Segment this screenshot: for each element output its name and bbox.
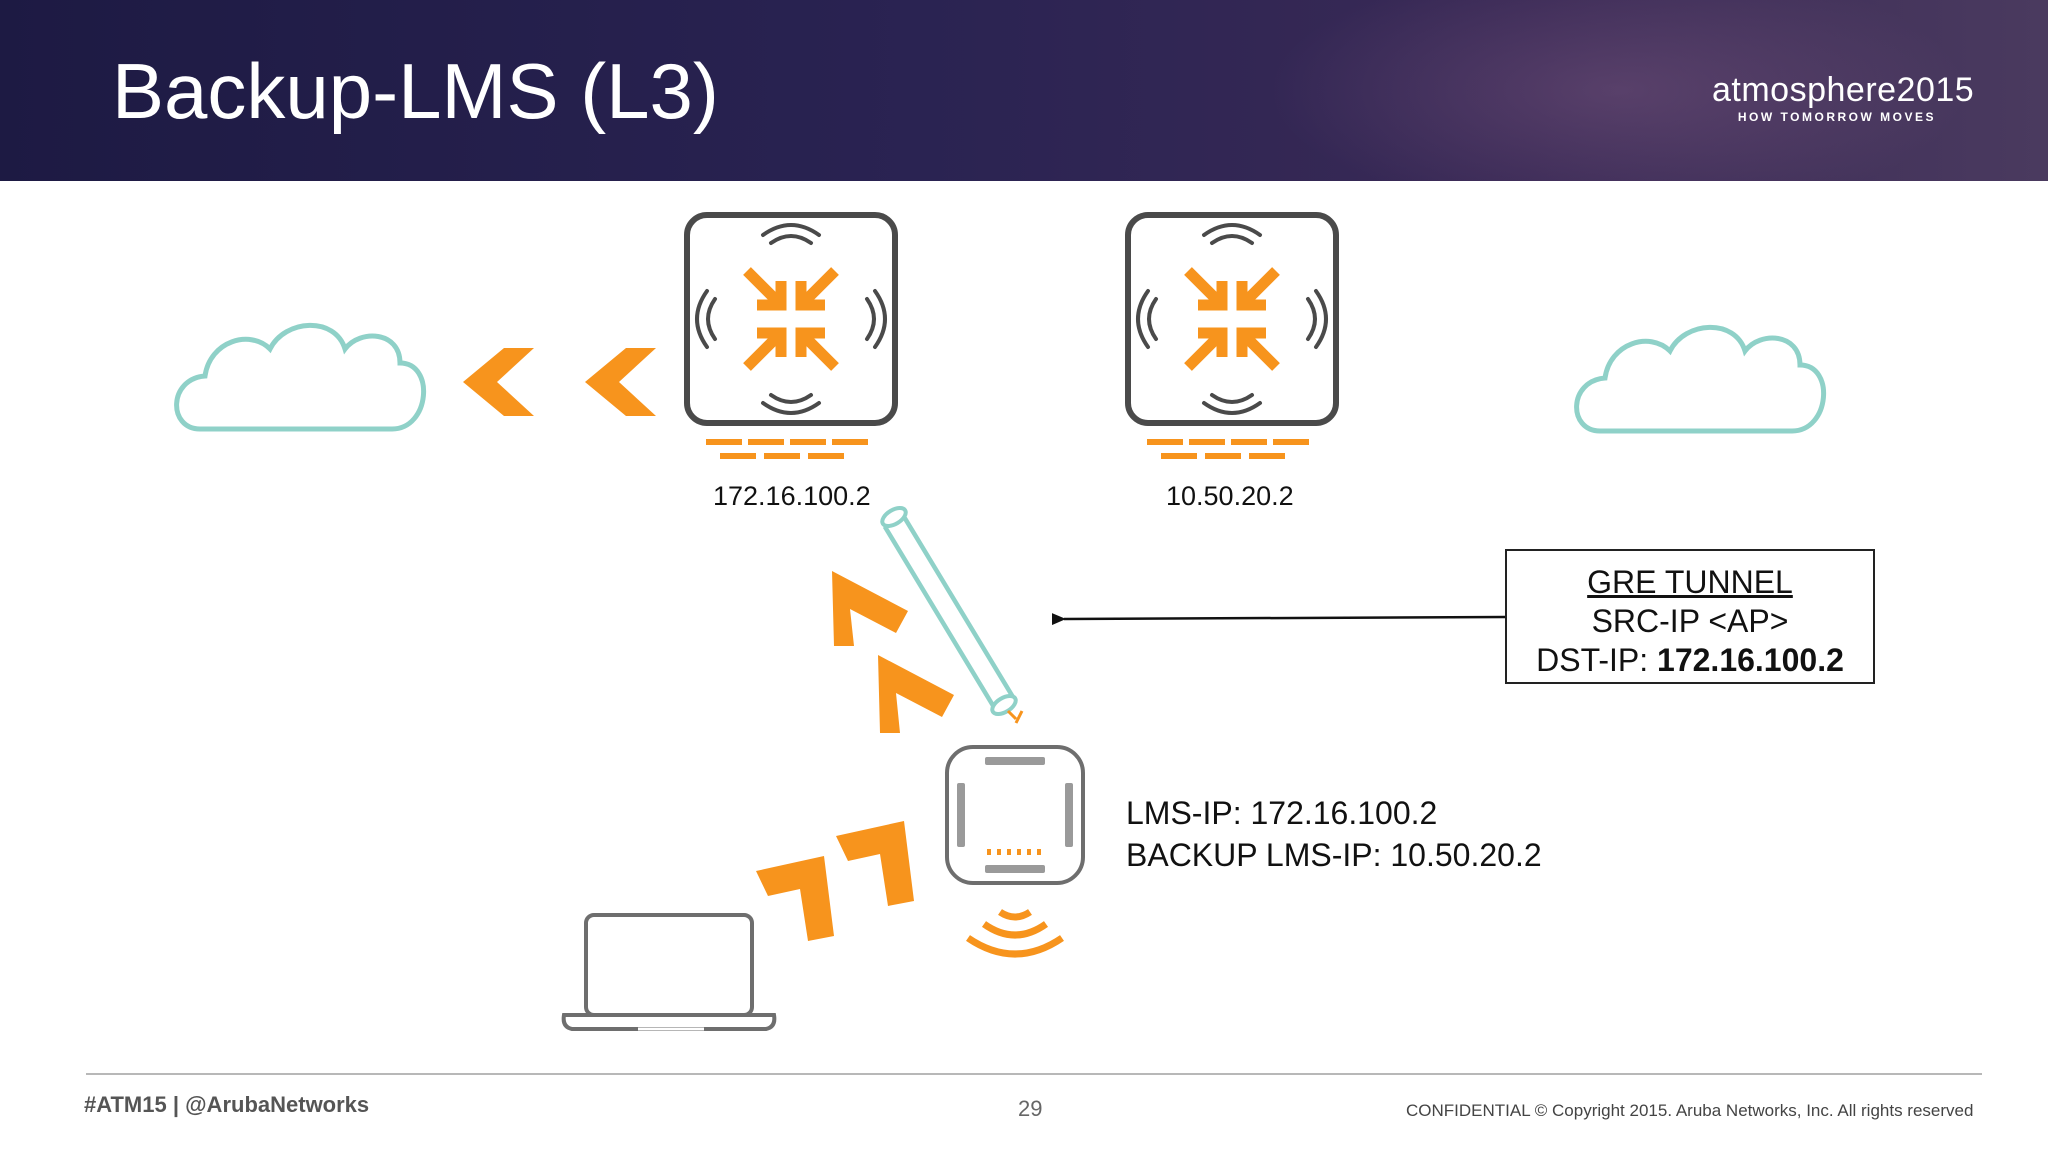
controller-backup-ports xyxy=(1147,439,1309,459)
header-glow xyxy=(1268,0,1968,181)
gre-box-dst-value: 172.16.100.2 xyxy=(1657,642,1844,678)
laptop-icon xyxy=(561,913,777,1031)
cloud-right-icon xyxy=(1574,324,1826,434)
access-point-icon xyxy=(945,745,1085,885)
slide-header: Backup-LMS (L3) atmosphere2015 HOW TOMOR… xyxy=(0,0,2048,181)
chevron-right-icon xyxy=(756,821,914,941)
gre-box-dst-label: DST-IP: xyxy=(1536,642,1658,678)
gre-tunnel-box: GRE TUNNEL SRC-IP <AP> DST-IP: 172.16.10… xyxy=(1505,549,1875,684)
page-number: 29 xyxy=(1018,1096,1043,1121)
footer-divider xyxy=(86,1073,1982,1075)
gre-box-dst: DST-IP: 172.16.100.2 xyxy=(1507,641,1873,680)
footer-copyright: CONFIDENTIAL © Copyright 2015. Aruba Net… xyxy=(1406,1101,1974,1120)
brand-name: atmosphere2015 xyxy=(1712,71,1975,109)
diagram-svg xyxy=(174,212,1826,1031)
gre-tunnel-pipe xyxy=(880,506,1024,724)
gre-pointer-arrow xyxy=(1051,613,1506,626)
brand-logo: atmosphere2015 HOW TOMORROW MOVES xyxy=(1712,71,1975,124)
controller-primary-icon xyxy=(684,212,898,426)
chevron-up-icon xyxy=(832,571,954,733)
gre-box-src: SRC-IP <AP> xyxy=(1591,603,1789,639)
cloud-left-icon xyxy=(174,322,426,432)
gre-box-title: GRE TUNNEL xyxy=(1587,564,1793,600)
footer-hashtag: #ATM15 | @ArubaNetworks xyxy=(84,1092,370,1117)
controller-backup-icon xyxy=(1125,212,1339,426)
brand-tagline: HOW TOMORROW MOVES xyxy=(1737,110,1936,124)
controller-primary-ports xyxy=(706,439,868,459)
network-diagram: 172.16.100.2 10.50.20.2 GRE TUNNEL SRC-I… xyxy=(0,181,2048,1061)
controller-primary-ip: 172.16.100.2 xyxy=(713,481,871,511)
chevron-left-icon xyxy=(463,348,656,416)
ap-lms-config: LMS-IP: 172.16.100.2 BACKUP LMS-IP: 10.5… xyxy=(1126,792,1542,876)
wifi-signal-icon xyxy=(966,908,1064,958)
controller-backup-ip: 10.50.20.2 xyxy=(1166,481,1294,511)
slide-title: Backup-LMS (L3) xyxy=(112,47,719,135)
ap-backup-lms-ip: BACKUP LMS-IP: 10.50.20.2 xyxy=(1126,837,1542,873)
ap-lms-ip: LMS-IP: 172.16.100.2 xyxy=(1126,795,1438,831)
